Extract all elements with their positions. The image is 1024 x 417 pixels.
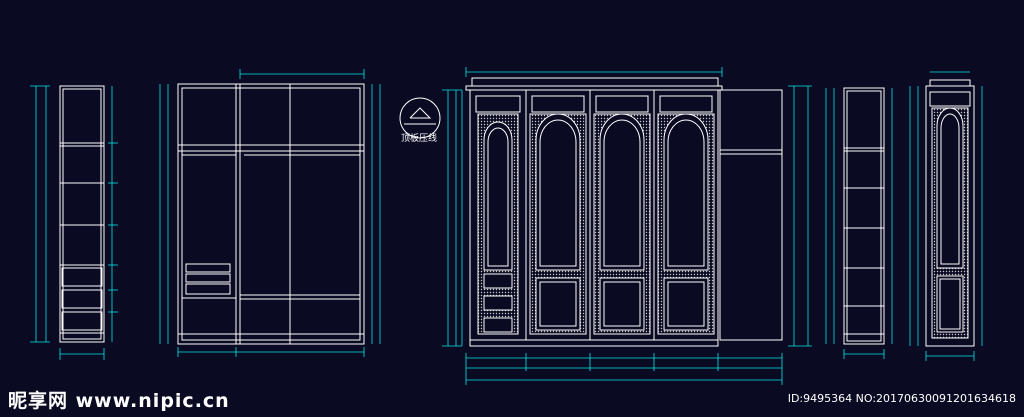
dimensions-open-shelving xyxy=(825,88,893,359)
watermark-id: ID:9495364 NO:20170630091201634618 xyxy=(787,392,1016,405)
elevation-side-shelf-left xyxy=(59,85,105,343)
detail-callout-crown-molding xyxy=(399,97,441,139)
dimensions-side-shelf-left xyxy=(30,85,118,360)
open-side-section xyxy=(719,89,783,341)
detail-callout-label: 顶板压线 xyxy=(401,134,438,144)
dimensions-wardrobe-carcass xyxy=(159,69,381,357)
door-panel-1 xyxy=(475,95,521,335)
dimensions-single-arched-door xyxy=(909,71,983,361)
elevation-arched-door-wardrobe xyxy=(465,77,783,347)
watermark-site: 昵享网 www.nipic.cn xyxy=(8,390,230,412)
door-panel-3 xyxy=(593,95,651,335)
door-panel-4 xyxy=(657,95,715,335)
elevation-wardrobe-carcass xyxy=(177,83,365,345)
elevation-open-shelving xyxy=(843,87,885,345)
dimensions-arched-door-wardrobe xyxy=(442,67,812,385)
elevation-single-arched-door xyxy=(925,79,975,347)
door-panel-2 xyxy=(529,95,587,335)
